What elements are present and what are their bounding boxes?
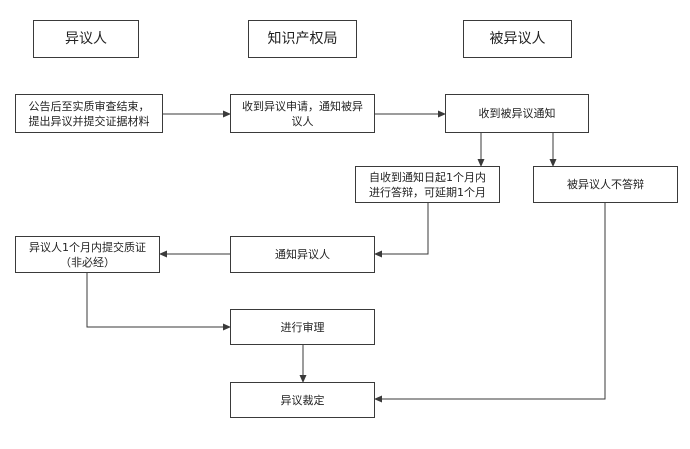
node-no-reply: 被异议人不答辩 <box>533 166 678 203</box>
node-submit-objection: 公告后至实质审查结束， 提出异议并提交证据材料 <box>15 94 163 133</box>
node-receive-notice: 收到被异议通知 <box>445 94 589 133</box>
edge-n4-to-n6 <box>374 203 429 258</box>
node-cross-examination: 异议人1个月内提交质证 （非必经） <box>15 236 160 273</box>
node-objection-ruling: 异议裁定 <box>230 382 375 418</box>
header-respondent: 被异议人 <box>463 20 572 58</box>
node-receive-application: 收到异议申请，通知被异 议人 <box>230 94 375 133</box>
node-reply-deadline: 自收到通知日起1个月内 进行答辩，可延期1个月 <box>355 166 500 203</box>
node-hearing: 进行审理 <box>230 309 375 345</box>
node-notify-objector: 通知异议人 <box>230 236 375 273</box>
header-ip-office: 知识产权局 <box>248 20 357 58</box>
edge-n5-to-n9 <box>374 203 606 403</box>
edge-n7-to-n8 <box>86 273 231 331</box>
header-objector: 异议人 <box>33 20 139 58</box>
